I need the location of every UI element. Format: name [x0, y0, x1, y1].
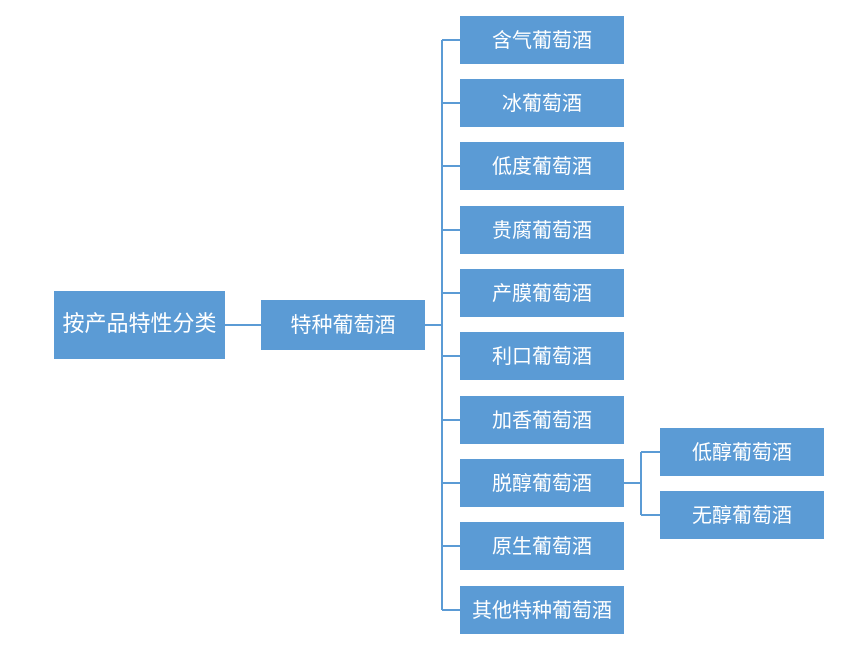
node-low-alcohol-wine: 低度葡萄酒 — [460, 142, 624, 190]
node-low-alcohol-dealc-wine: 低醇葡萄酒 — [660, 428, 824, 476]
node-sparkling-wine: 含气葡萄酒 — [460, 16, 624, 64]
node-other-special-wine: 其他特种葡萄酒 — [460, 586, 624, 634]
node-special-wine: 特种葡萄酒 — [261, 300, 425, 350]
node-liqueur-wine: 利口葡萄酒 — [460, 332, 624, 380]
node-dealcoholized-wine: 脱醇葡萄酒 — [460, 459, 624, 507]
node-alcohol-free-wine: 无醇葡萄酒 — [660, 491, 824, 539]
node-flor-wine: 产膜葡萄酒 — [460, 269, 624, 317]
node-noble-rot-wine: 贵腐葡萄酒 — [460, 206, 624, 254]
root-node: 按产品特性分类 — [54, 291, 225, 359]
node-aromatized-wine: 加香葡萄酒 — [460, 396, 624, 444]
node-ice-wine: 冰葡萄酒 — [460, 79, 624, 127]
node-original-wine: 原生葡萄酒 — [460, 522, 624, 570]
